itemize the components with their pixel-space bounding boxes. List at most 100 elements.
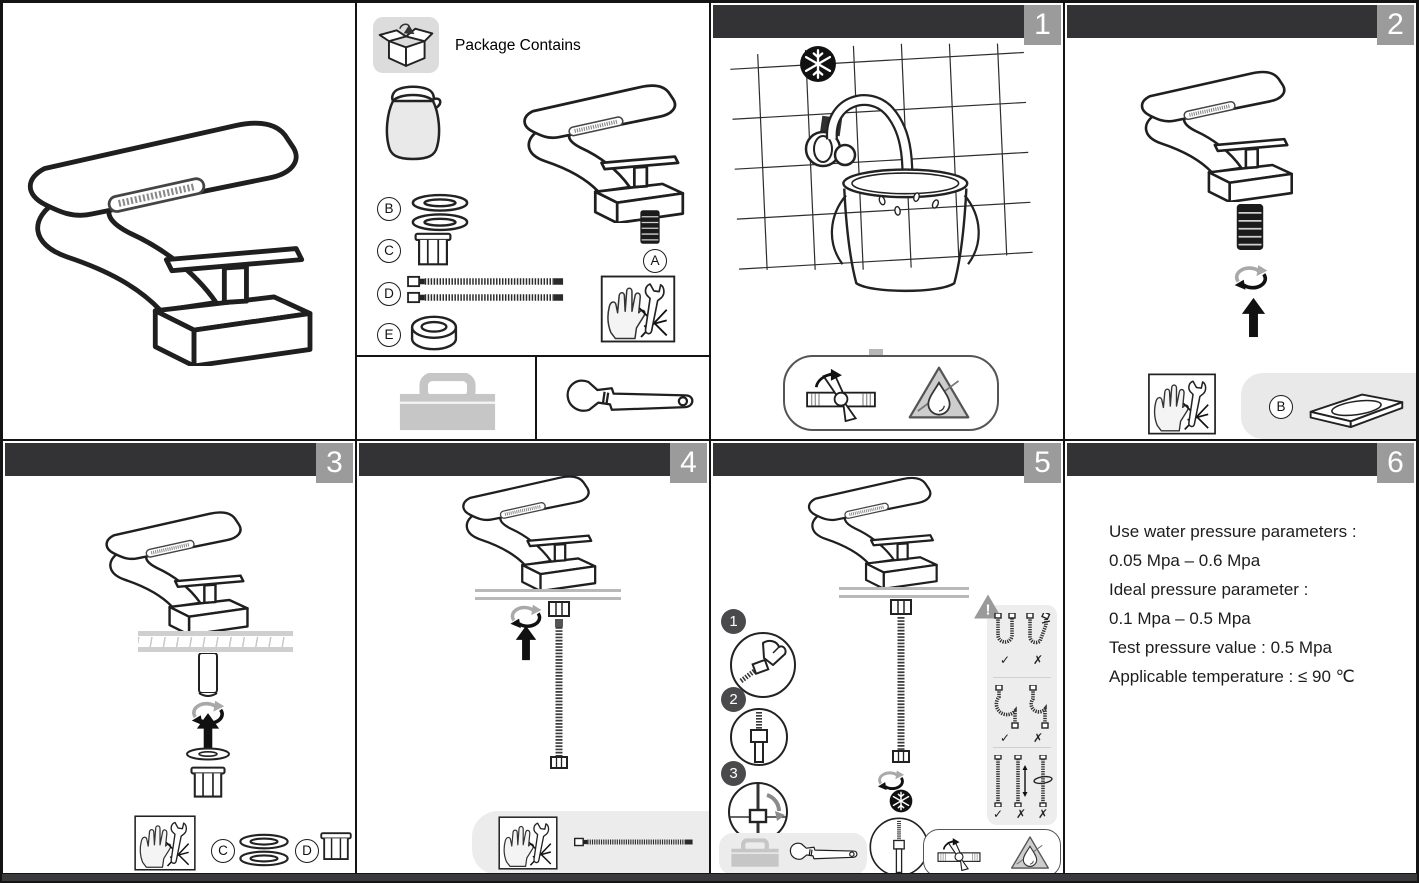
param-line-1: Use water pressure parameters : [1109, 522, 1357, 541]
countertop-section [138, 637, 293, 647]
part-label-c: C [377, 239, 401, 263]
up-arrow-icon [196, 713, 220, 751]
step-3-header-bar [5, 443, 353, 476]
loop-ok-icon [994, 685, 1019, 729]
rotate-icon [875, 769, 907, 791]
substep-3-wrench-tighten [728, 782, 788, 842]
magnifier-hose-detail [869, 817, 929, 873]
mounting-nut-icon [413, 231, 453, 268]
panel-product-view [2, 2, 356, 440]
open-valve-icon [936, 837, 982, 871]
part-label-e: E [377, 323, 401, 347]
countertop-line-top [839, 587, 969, 590]
drain-warning-triangle-icon [1010, 835, 1050, 870]
cross-mark: ✗ [1016, 807, 1027, 821]
panel-step-6: 6 Use water pressure parameters : 0.05 M… [1064, 440, 1417, 874]
up-arrow-icon [515, 625, 537, 661]
cross-mark: ✗ [1038, 807, 1049, 821]
faucet-illustration [100, 485, 260, 635]
panel-step-2: 2 B [1064, 2, 1417, 440]
countertop-bottom [138, 647, 293, 652]
hose-fitting [548, 601, 570, 617]
mounting-nut-icon-small [319, 831, 353, 862]
check-mark: ✓ [1000, 731, 1011, 745]
pressure-parameters-text: Use water pressure parameters : 0.05 Mpa… [1109, 517, 1357, 691]
panel-step-5: 5 1 2 [710, 440, 1064, 874]
supply-hose-icon-1 [407, 275, 565, 288]
o-rings-icon [237, 833, 291, 867]
u-bend-ok-icon [994, 613, 1016, 644]
hose-fitting [890, 599, 912, 615]
panel-step-4: 4 [356, 440, 710, 874]
flush-instruction-pill [783, 355, 999, 431]
countertop-line-bottom [839, 595, 969, 598]
glove-no-wrench-icon [133, 815, 197, 871]
param-line-2: 0.05 Mpa – 0.6 Mpa [1109, 551, 1261, 570]
o-rings-icon [409, 193, 471, 232]
substep-2-number: 2 [721, 687, 746, 712]
substep-2-hose-connector [730, 708, 788, 766]
supply-hose-icon [574, 837, 694, 847]
glove-no-wrench-icon [599, 275, 677, 343]
faucet-illustration [1135, 43, 1305, 202]
straight-stretched-icon [1014, 755, 1028, 807]
divider-horizontal [357, 355, 709, 357]
step-3-number: 3 [316, 443, 353, 483]
straight-ok-icon [994, 755, 1002, 807]
step-4-header-bar [359, 443, 707, 476]
shank-below-counter [198, 653, 218, 697]
panel-step-3: 3 C D [2, 440, 356, 874]
gasket-ring-icon [409, 313, 459, 353]
part-label-b: B [1269, 395, 1293, 419]
toolbox-icon [395, 373, 500, 432]
page-bottom-strip [2, 874, 1417, 881]
param-line-3: Ideal pressure parameter : [1109, 580, 1309, 599]
part-label-d: D [295, 839, 319, 863]
panel-package-contains: Package Contains A B C D E [356, 2, 710, 440]
param-line-6: Applicable temperature : ≤ 90 ℃ [1109, 667, 1355, 686]
faucet-product-illustration [17, 69, 335, 366]
plastic-bag-icon [383, 83, 443, 161]
faucet-threaded-shank [639, 209, 661, 245]
washer-icon [185, 747, 231, 761]
open-box-icon [373, 17, 439, 73]
countertop-top [138, 631, 293, 636]
step-5-header-bar [713, 443, 1061, 476]
package-contains-title: Package Contains [455, 37, 581, 54]
part-label-c: C [211, 839, 235, 863]
supply-hose-icon-2 [407, 291, 565, 304]
adjustable-wrench-icon [789, 842, 861, 864]
substep-1-hand-tighten [730, 632, 796, 698]
faucet-illustration [803, 453, 948, 589]
part-label-b: B [377, 197, 401, 221]
param-line-5: Test pressure value : 0.5 Mpa [1109, 638, 1333, 657]
divider-vertical [535, 355, 537, 439]
step-1-header-bar [713, 5, 1061, 38]
braided-hose [550, 619, 568, 769]
countertop-line-top [475, 589, 621, 592]
step-5-tools-strip [719, 833, 867, 873]
toolbox-icon [729, 838, 781, 868]
part-label-a: A [643, 249, 667, 273]
countertop-line-bottom [475, 597, 621, 600]
straight-twisted-icon [1033, 755, 1053, 807]
step-1-number: 1 [1024, 5, 1061, 45]
loop-tight-icon [1029, 685, 1049, 729]
faucet-part-a-illustration [517, 55, 697, 223]
braided-hose [892, 617, 910, 763]
part-label-d: D [377, 282, 401, 306]
param-line-4: 0.1 Mpa – 0.5 Mpa [1109, 609, 1251, 628]
faucet-illustration [457, 451, 607, 591]
step-6-number: 6 [1377, 443, 1414, 483]
step-2-header-bar [1067, 5, 1414, 38]
step-6-header-bar [1067, 443, 1414, 476]
cross-mark: ✗ [1033, 653, 1044, 667]
panel-step-1: 1 [710, 2, 1064, 440]
bucket [830, 168, 980, 293]
flat-gasket-icon [1309, 393, 1404, 428]
hose-routing-warning-panel: ! ✓ ✗ [974, 594, 1057, 825]
part-b-callout: B [1241, 373, 1416, 439]
up-arrow-icon [1241, 297, 1266, 338]
freeze-warning-icon [799, 45, 837, 83]
